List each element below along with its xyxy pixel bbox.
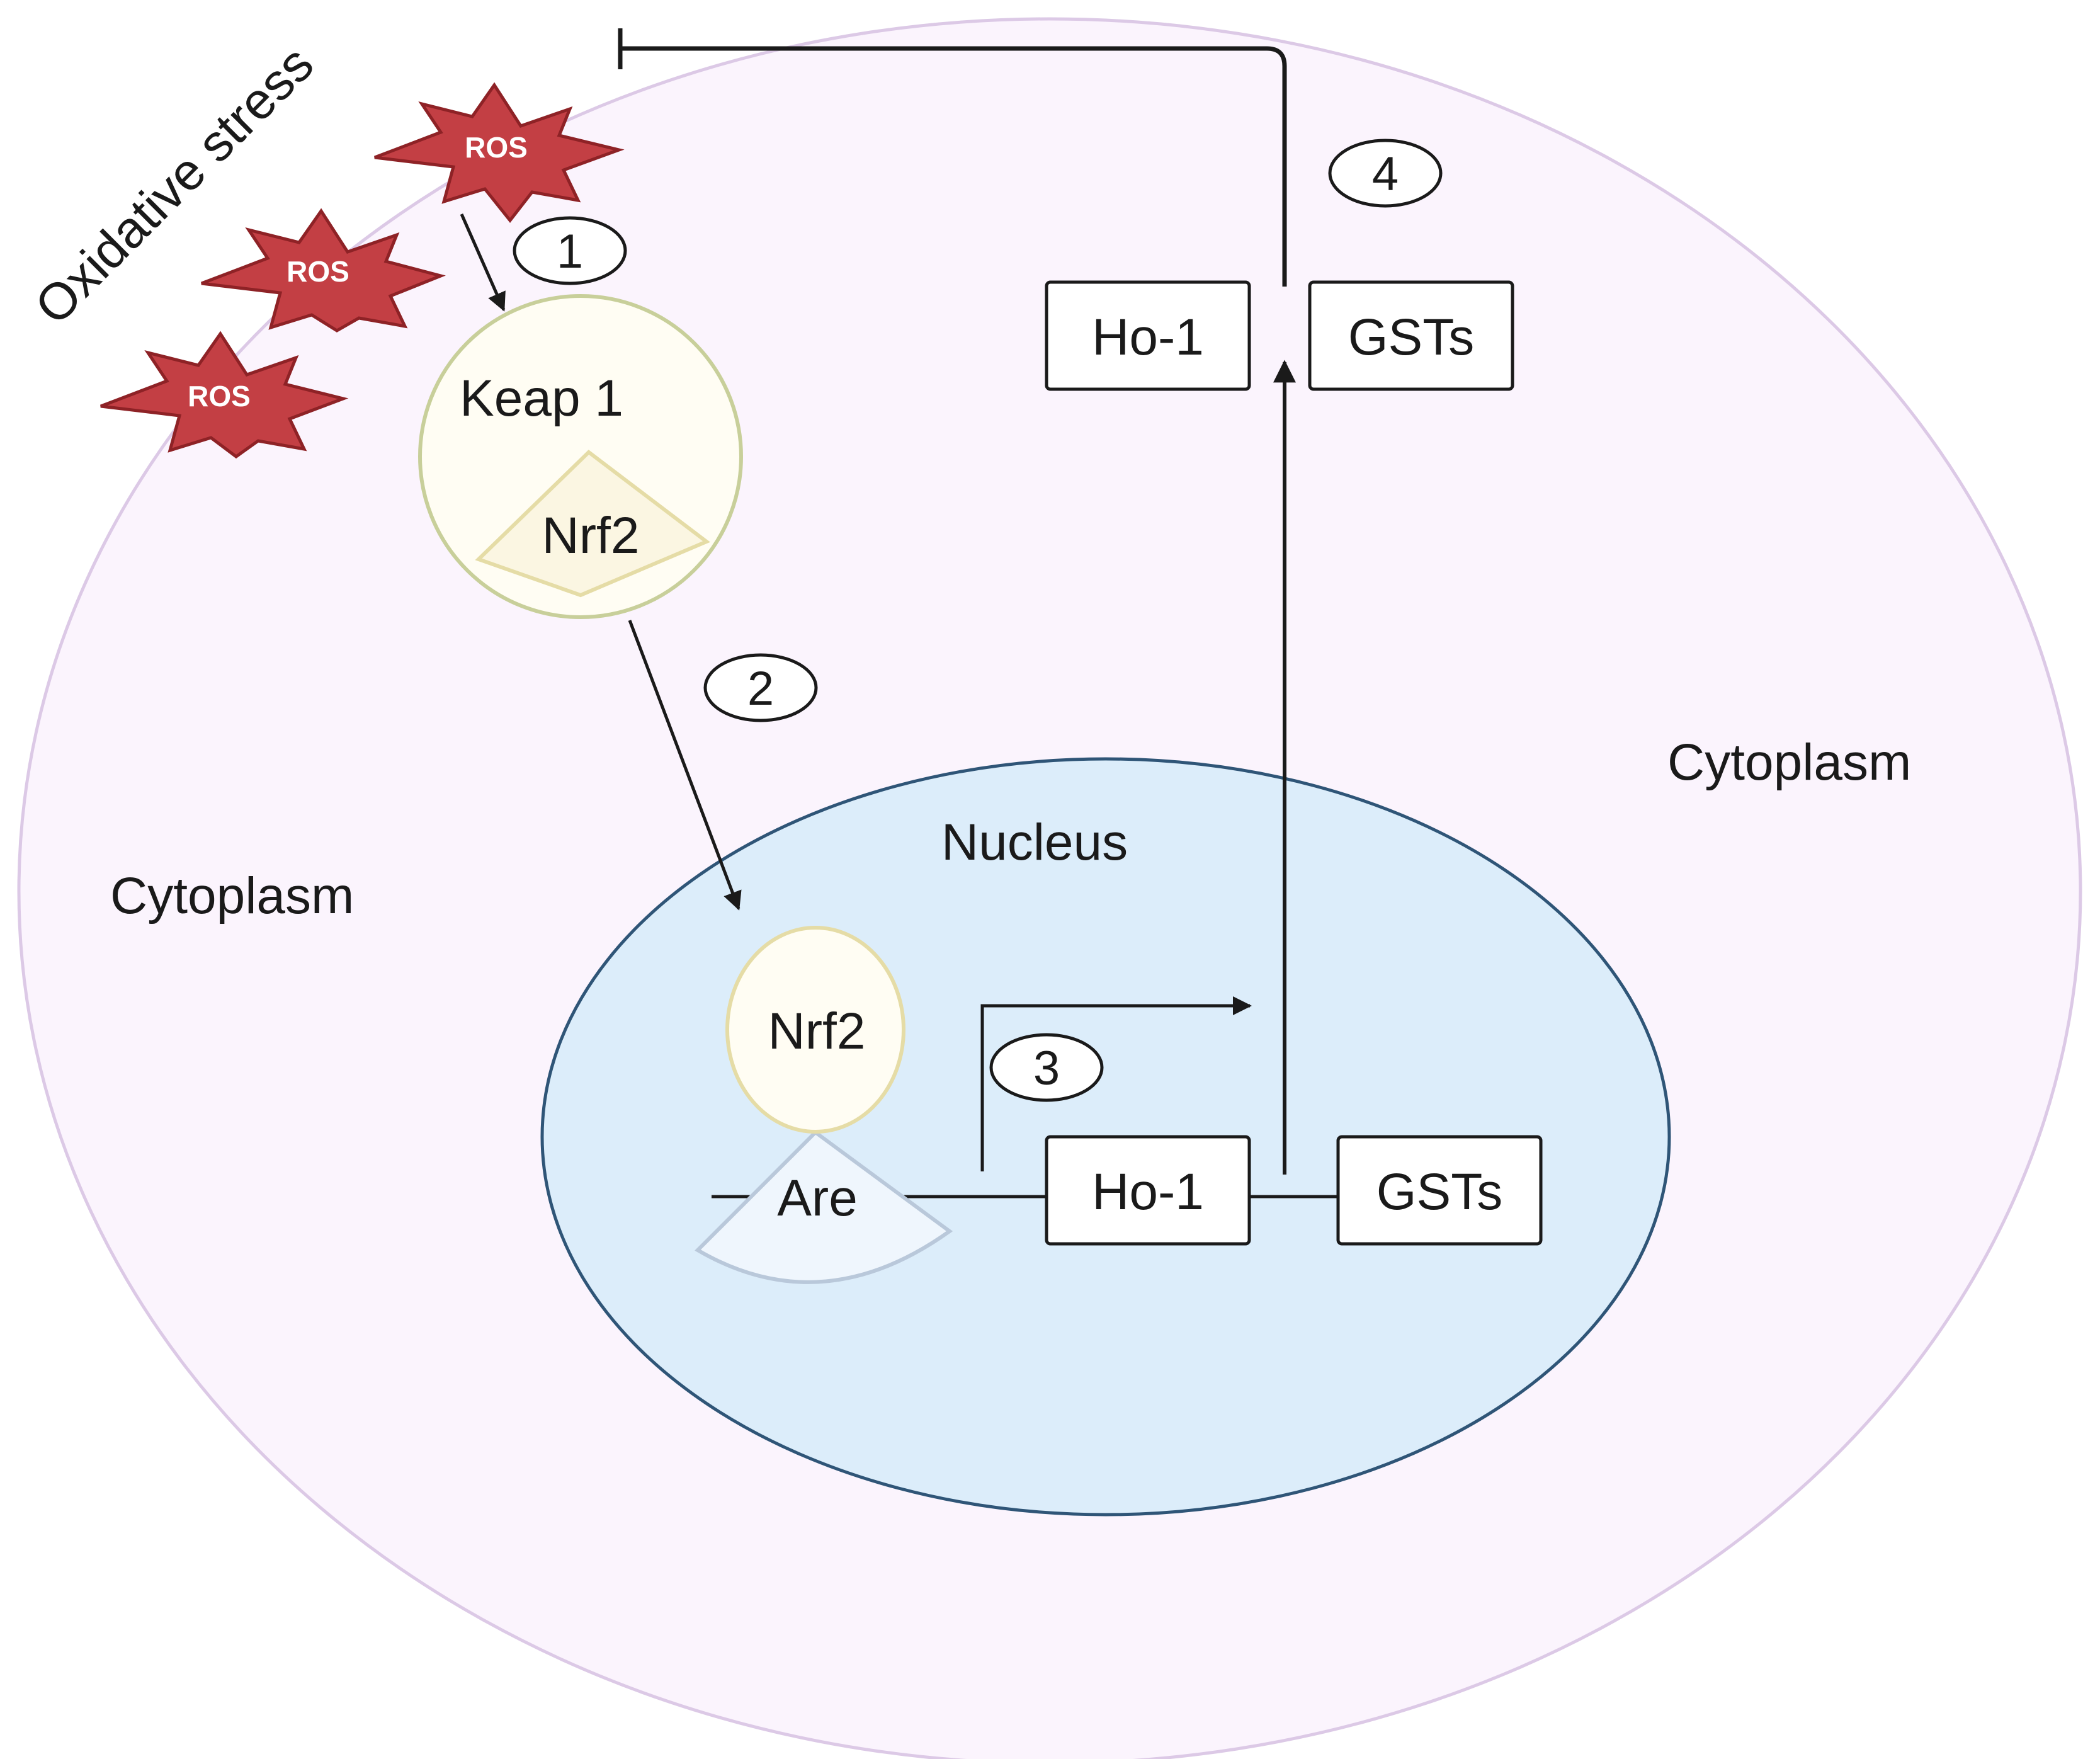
are-label: Are	[777, 1170, 858, 1227]
step2-arrow	[628, 620, 742, 911]
nuclear-nrf2: Nrf2	[725, 926, 905, 1134]
cytoplasm-left-label: Cytoplasm	[110, 867, 354, 925]
ros-label-1: ROS	[465, 131, 528, 164]
keap1-nrf2-label: Nrf2	[542, 507, 640, 564]
ros-label-3: ROS	[188, 380, 251, 413]
gene-ho1-box: Ho-1	[1045, 1135, 1251, 1246]
step-1-label: 1	[557, 225, 583, 278]
step-4-badge: 4	[1328, 139, 1443, 208]
are-site: Are	[695, 1130, 953, 1284]
step1-arrow	[460, 213, 506, 312]
product-ho1-label: Ho-1	[1092, 309, 1204, 366]
step-4-label: 4	[1372, 147, 1399, 201]
ros-burst-1: ROS	[374, 82, 625, 224]
step-3-label: 3	[1033, 1042, 1060, 1095]
nucleus-label: Nucleus	[941, 814, 1128, 871]
gene-gsts-label: GSTs	[1376, 1163, 1502, 1221]
cytoplasm-right-label: Cytoplasm	[1667, 734, 1911, 791]
step-1-badge: 1	[513, 216, 627, 285]
nuclear-nrf2-label: Nrf2	[768, 1003, 866, 1060]
step-2-badge: 2	[703, 653, 818, 722]
inhibition-line	[620, 46, 1287, 287]
gene-gsts-box: GSTs	[1336, 1135, 1543, 1246]
keap1-label: Keap 1	[460, 370, 623, 427]
product-gsts-label: GSTs	[1348, 309, 1474, 366]
product-gsts-box: GSTs	[1308, 280, 1514, 391]
nrf2-triangle	[475, 450, 710, 598]
transcription-arrow	[980, 996, 1252, 1171]
gene-ho1-label: Ho-1	[1092, 1163, 1204, 1221]
step-3-badge: 3	[989, 1033, 1104, 1102]
product-ho1-box: Ho-1	[1045, 280, 1251, 391]
keap1-nrf2-complex: Keap 1 Nrf2	[418, 294, 743, 619]
ros-label-2: ROS	[287, 255, 349, 288]
ros-burst-2: ROS	[201, 208, 446, 333]
ros-burst-3: ROS	[100, 331, 349, 459]
step-2-label: 2	[747, 662, 774, 715]
